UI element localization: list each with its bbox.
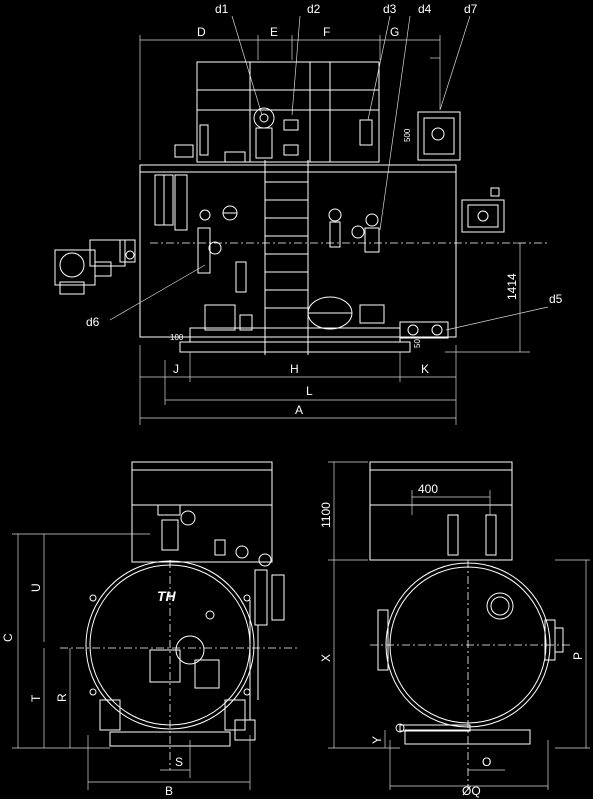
dim-500: 500 — [403, 128, 412, 142]
label-d6: d6 — [86, 315, 100, 329]
label-U: U — [29, 583, 43, 592]
label-O: O — [482, 755, 491, 769]
label-A: A — [295, 403, 303, 417]
dim-1100: 1100 — [319, 502, 333, 528]
label-L: L — [306, 384, 313, 398]
label-Q: ØQ — [462, 784, 481, 798]
brand-logo: TH — [157, 588, 177, 604]
label-Y: Y — [370, 736, 384, 744]
label-D: D — [197, 25, 206, 39]
front-view-labels: C U T R S B TH — [1, 583, 183, 798]
label-J: J — [173, 362, 179, 376]
label-d2: d2 — [307, 2, 321, 16]
label-E: E — [270, 25, 278, 39]
label-T: T — [29, 694, 43, 702]
label-P: P — [571, 652, 585, 660]
side-view — [328, 461, 590, 790]
label-d7: d7 — [464, 2, 478, 16]
side-view-labels: 400 1100 X Y P O ØQ — [319, 482, 585, 798]
label-C: C — [1, 633, 15, 642]
label-F: F — [323, 25, 330, 39]
label-X: X — [319, 654, 333, 662]
label-R: R — [55, 693, 69, 702]
label-H: H — [290, 362, 299, 376]
label-S: S — [175, 755, 183, 769]
dim-1414: 1414 — [505, 273, 519, 300]
top-elevation-view — [54, 15, 550, 425]
label-G: G — [390, 25, 399, 39]
label-d1: d1 — [215, 2, 229, 16]
dim-100: 100 — [170, 333, 184, 342]
label-d4: d4 — [418, 2, 432, 16]
label-B: B — [165, 784, 173, 798]
dim-400: 400 — [418, 482, 438, 496]
label-d5: d5 — [549, 292, 563, 306]
label-K: K — [421, 362, 429, 376]
dim-50: 50 — [413, 339, 422, 348]
label-d3: d3 — [383, 2, 397, 16]
top-view-labels: d1 d2 d3 d4 d7 D E F G d5 d6 J H K L A 5… — [86, 2, 563, 417]
front-view — [12, 461, 300, 790]
